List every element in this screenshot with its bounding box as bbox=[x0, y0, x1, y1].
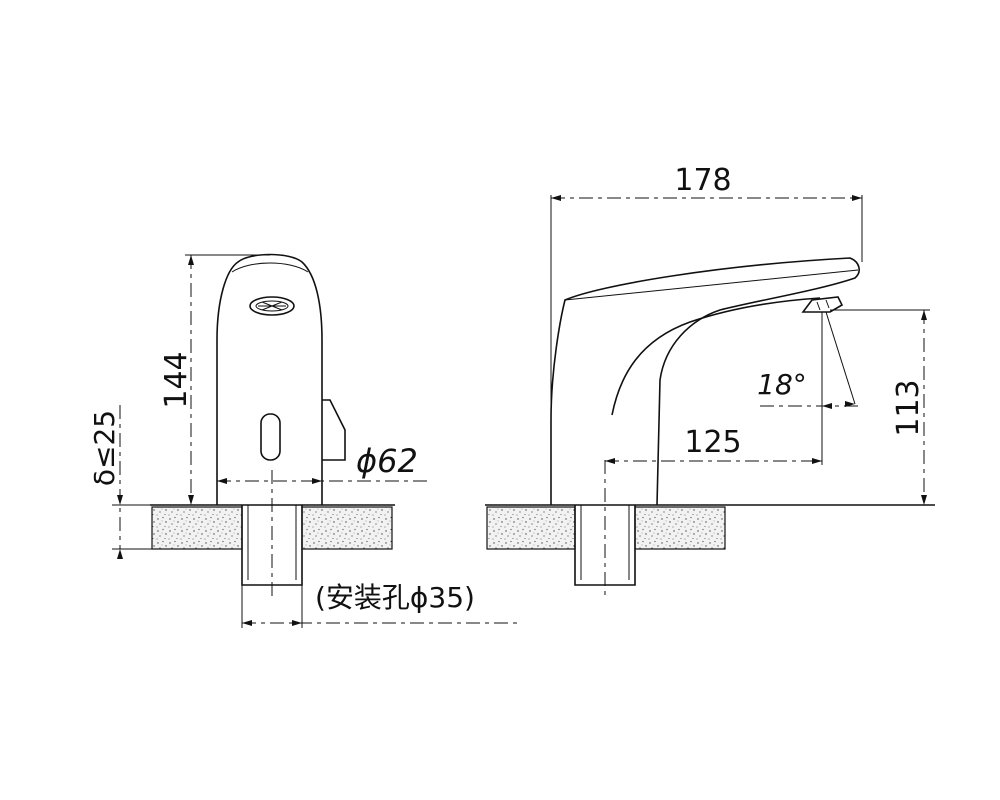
front-top-crown bbox=[231, 262, 309, 273]
front-deck-right bbox=[301, 506, 393, 550]
side-angle-label: 18° bbox=[757, 368, 807, 401]
side-faucet-body bbox=[550, 257, 860, 506]
side-reach-label: 125 bbox=[684, 425, 741, 460]
front-height-label: 144 bbox=[159, 351, 194, 408]
front-sensor-window bbox=[260, 413, 281, 461]
side-inner-curve bbox=[611, 297, 821, 416]
front-diameter-label: ϕ62 bbox=[356, 442, 418, 480]
front-aerator bbox=[249, 296, 295, 316]
front-hole-label: (安装孔ϕ35) bbox=[315, 581, 475, 614]
front-thickness-label: δ≤25 bbox=[88, 410, 121, 486]
front-side-lever bbox=[322, 399, 346, 461]
side-top-surface bbox=[564, 269, 859, 301]
front-faucet-body bbox=[216, 253, 323, 505]
side-deck-right bbox=[634, 506, 726, 550]
side-aerator bbox=[801, 296, 844, 313]
front-view: 144 δ≤25 ϕ62 (安装孔ϕ35) bbox=[88, 253, 522, 628]
front-deck-left bbox=[151, 506, 243, 550]
side-view: 178 125 18° 113 bbox=[485, 163, 935, 598]
side-height-label: 113 bbox=[891, 379, 926, 436]
side-length-label: 178 bbox=[674, 163, 731, 198]
side-deck-left bbox=[486, 506, 576, 550]
